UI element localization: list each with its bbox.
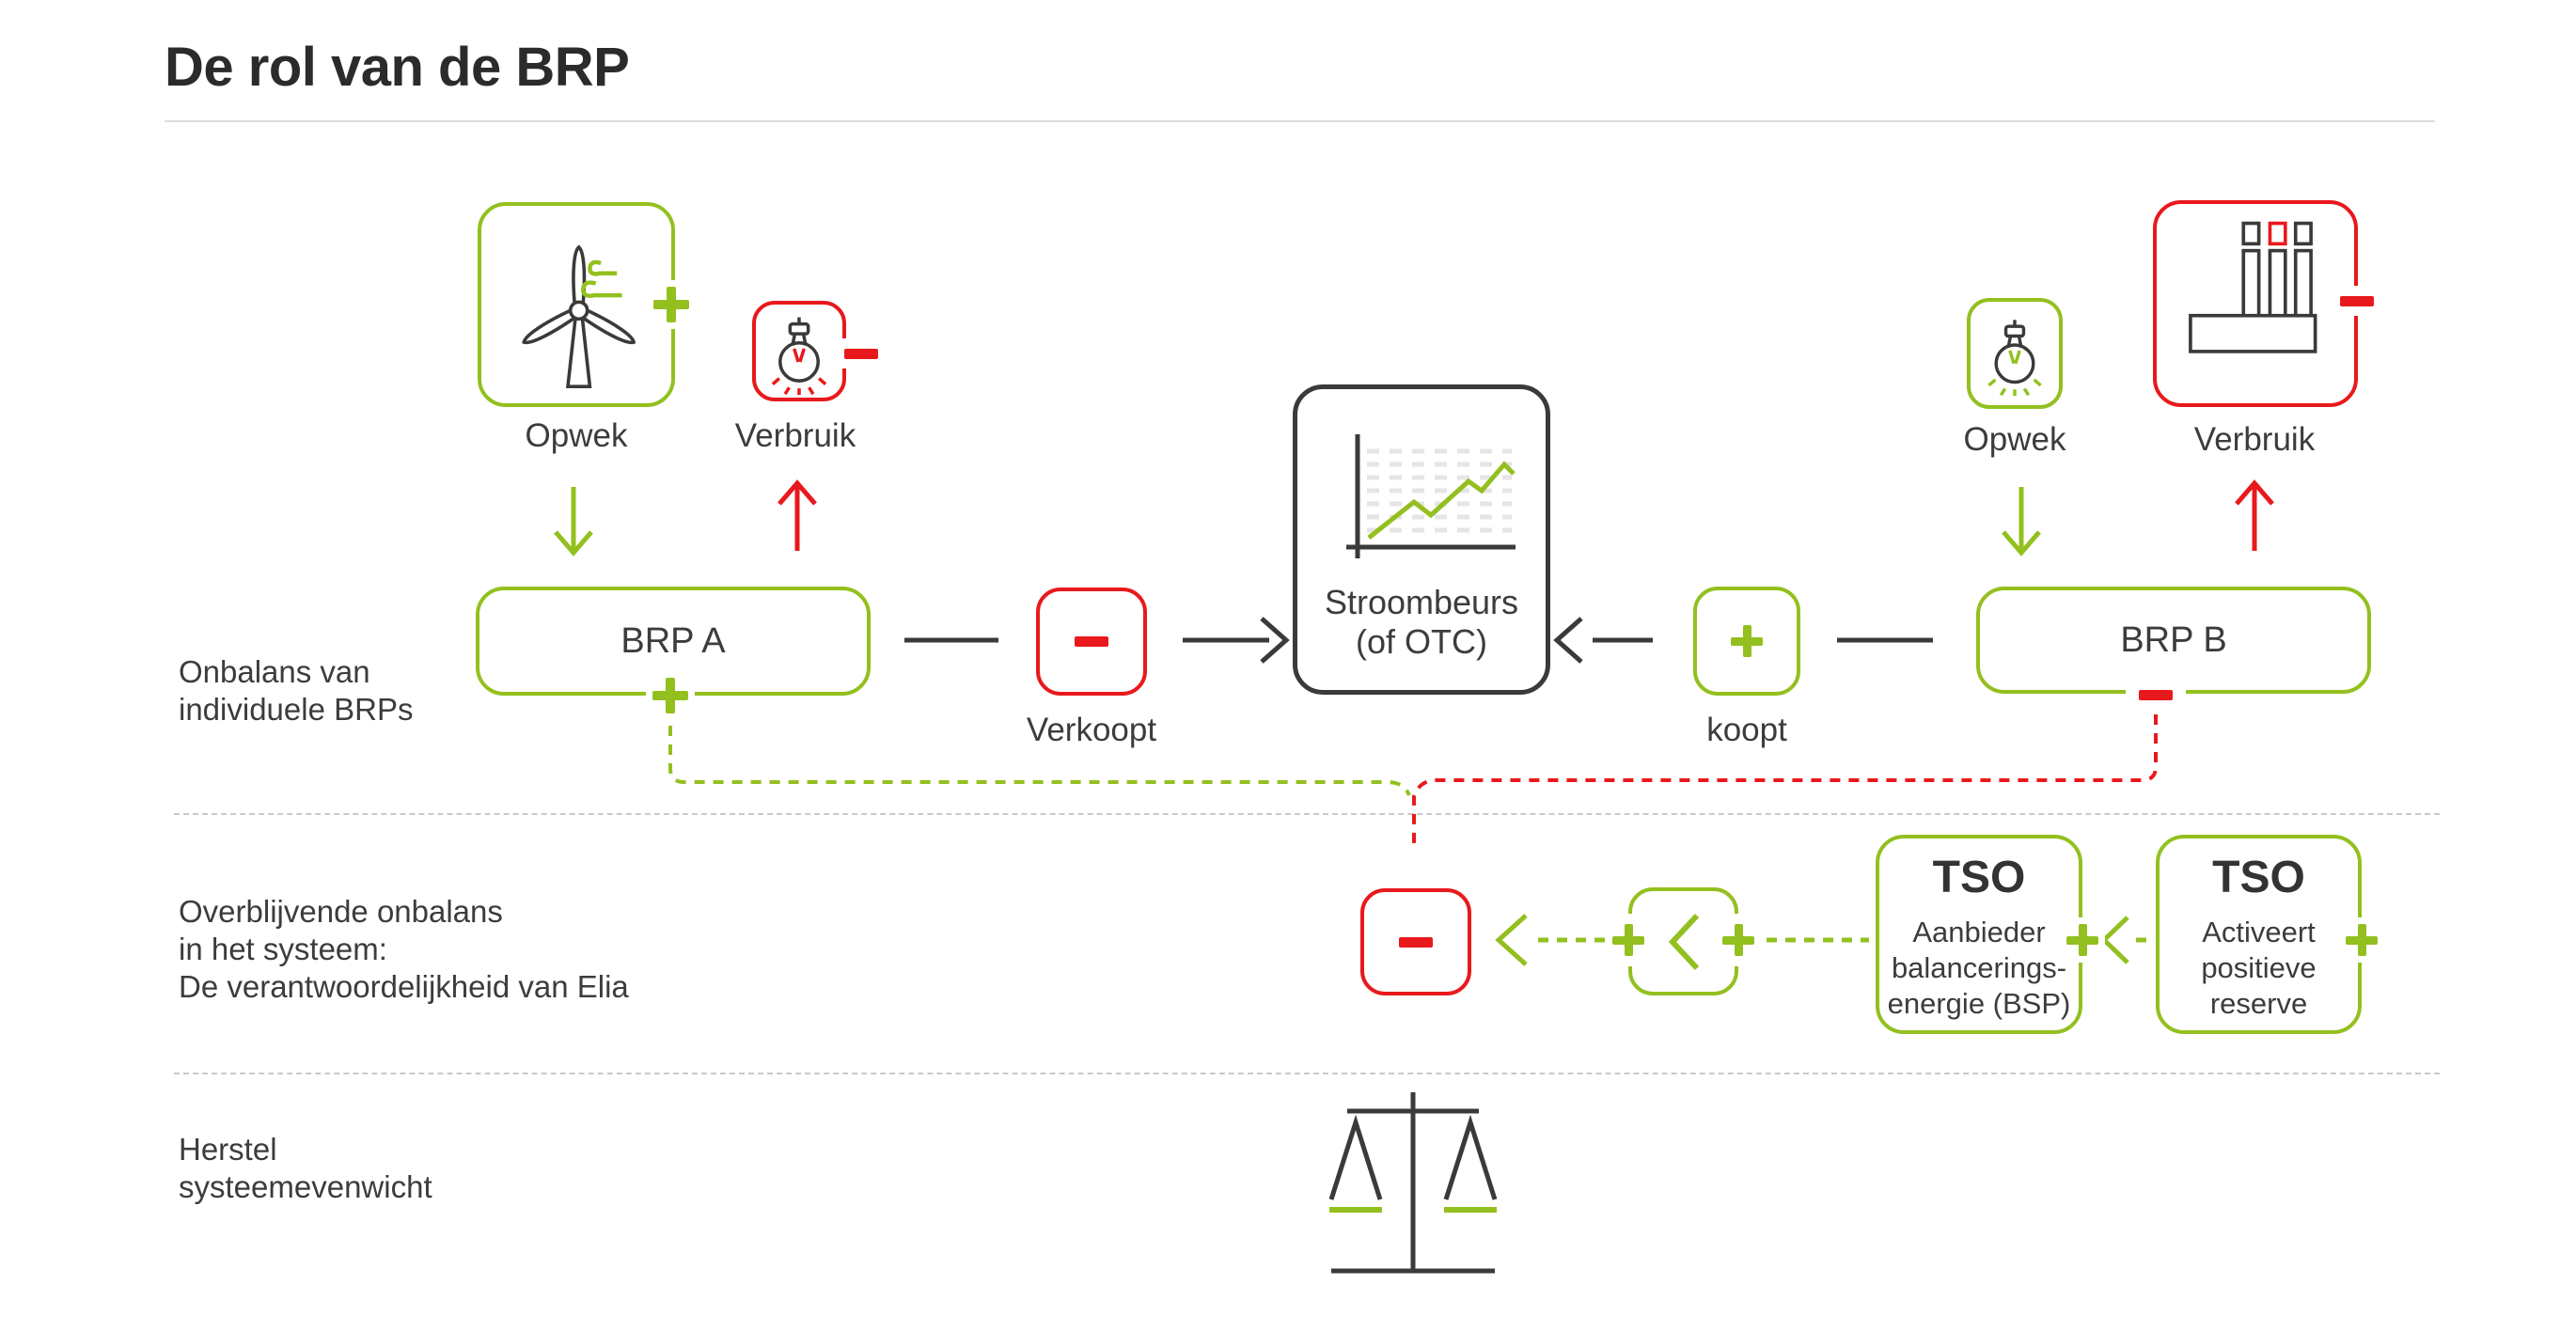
brp-b-label: BRP B (2120, 619, 2227, 660)
plus-icon (2346, 924, 2378, 956)
verkoopt-label: Verkoopt (1026, 712, 1157, 748)
brp-b-box: BRP B (1976, 587, 2371, 694)
arrow-up-red-left (778, 479, 817, 551)
minus-icon (1399, 936, 1433, 948)
stroombeurs-label: Stroombeurs (of OTC) (1324, 583, 1519, 661)
light-bulb-icon (1987, 320, 2042, 397)
balance-scale-icon (1328, 1092, 1498, 1274)
plus-badge-tso-bsp (2060, 917, 2105, 963)
koopt-box (1693, 587, 1800, 696)
plus-badge-less-than-right (1720, 921, 1757, 959)
minus-badge-brp-b (2126, 680, 2186, 710)
opwek-right-box (1967, 298, 2063, 409)
section-label-overblijvende-onbalans: Overblijvende onbalans in het systeem: D… (179, 894, 629, 1004)
less-than-icon (1668, 913, 1699, 970)
opwek-left-box (478, 202, 675, 407)
section-label-onbalans: Onbalans van individuele BRPs (179, 654, 414, 727)
plus-icon (1612, 924, 1644, 956)
opwek-right-label: Opwek (1963, 421, 2066, 458)
tso-bsp-box: TSO Aanbieder balancerings- energie (BSP… (1876, 835, 2082, 1034)
plus-icon (652, 678, 688, 713)
plus-badge-opwek-left (647, 280, 696, 329)
opwek-left-label: Opwek (525, 417, 628, 454)
stroombeurs-box (1293, 384, 1550, 695)
minus-badge-verbruik-left (837, 338, 886, 368)
minus-icon (844, 348, 878, 359)
verbruik-right-label: Verbruik (2193, 421, 2316, 458)
page-title: De rol van de BRP (165, 37, 630, 98)
plus-icon (653, 287, 689, 322)
brp-a-label: BRP A (620, 620, 726, 661)
plus-badge-less-than-left (1610, 921, 1647, 959)
arrow-down-green-left (554, 487, 593, 556)
tso-bsp-title: TSO (1932, 853, 2026, 902)
light-bulb-icon (771, 317, 827, 395)
plus-badge-brp-a (646, 671, 695, 720)
minus-icon (1075, 636, 1108, 647)
title-rule (165, 120, 2435, 122)
tso-bsp-text: Aanbieder balancerings- energie (BSP) (1887, 916, 2071, 1020)
tso-reserve-title: TSO (2212, 853, 2305, 902)
section-divider (174, 813, 2440, 815)
tso-reserve-box: TSO Activeert positieve reserve (2156, 835, 2362, 1034)
brp-a-box: BRP A (476, 587, 871, 696)
minus-icon (2340, 295, 2374, 306)
section-label-herstel: Herstel systeemevenwicht (179, 1132, 432, 1204)
verkoopt-box (1036, 588, 1147, 696)
plus-icon (1731, 625, 1763, 657)
arrow-down-green-right (2002, 487, 2041, 556)
plus-icon (2066, 924, 2098, 956)
factory-icon (2189, 221, 2317, 353)
koopt-label: koopt (1706, 712, 1787, 748)
section-divider (174, 1073, 2440, 1074)
minus-icon (2139, 689, 2173, 700)
wind-turbine-icon (522, 244, 636, 389)
verbruik-left-label: Verbruik (734, 417, 856, 454)
minus-badge-verbruik-right (2333, 286, 2381, 316)
plus-icon (1722, 924, 1754, 956)
plus-badge-tso-reserve (2339, 917, 2384, 963)
verbruik-left-box (752, 301, 846, 401)
arrow-up-red-right (2235, 479, 2274, 551)
verbruik-right-box (2153, 200, 2358, 407)
rising-chart-icon (1346, 434, 1516, 558)
system-imbalance-minus-box (1360, 888, 1471, 995)
tso-reserve-text: Activeert positieve reserve (2201, 916, 2317, 1020)
